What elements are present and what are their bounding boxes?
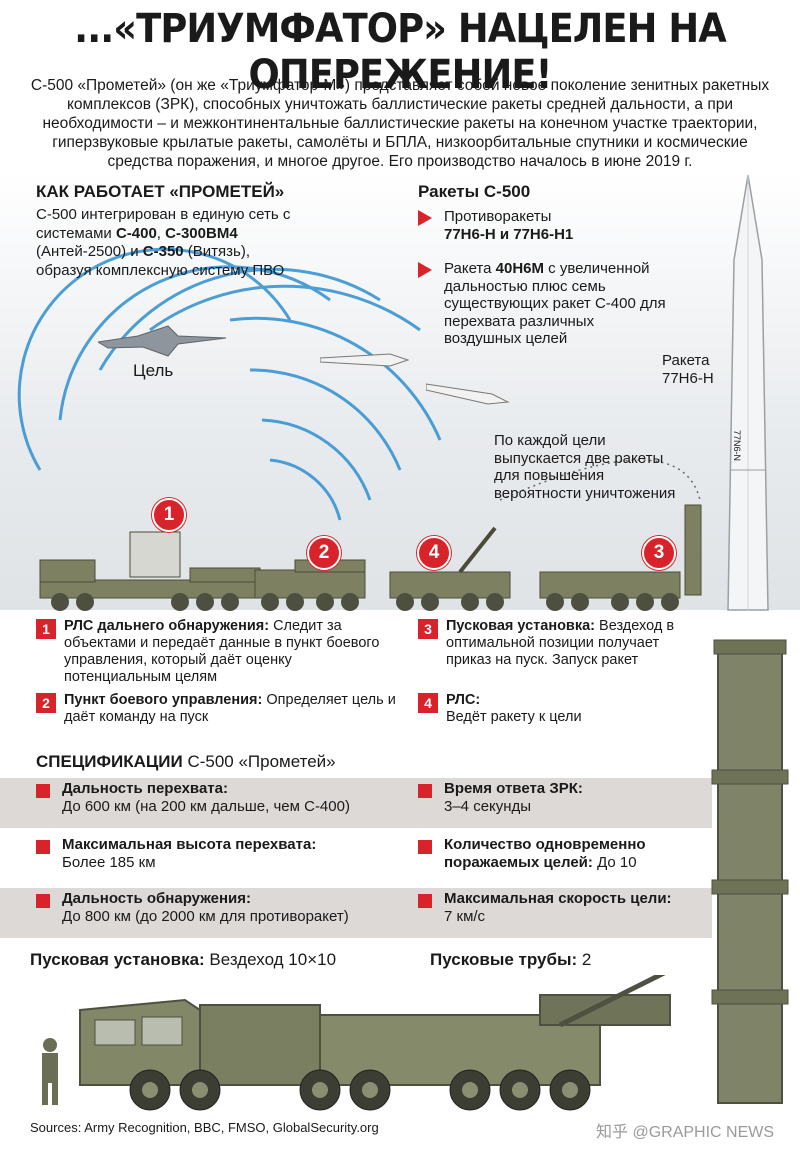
- square-bullet-icon: [36, 894, 50, 908]
- launch-tube-icon: [711, 639, 789, 1104]
- page-title: ...«ТРИУМФАТОР» НАЦЕЛЕН НА ОПЕРЕЖЕНИЕ!: [74, 6, 727, 98]
- launcher-spec: Пусковая установка: Вездеход 10×10: [30, 950, 337, 969]
- step-3: 3 Пусковая установка: Вездеход в оптимал…: [418, 618, 708, 669]
- step-1: 1 РЛС дальнего обнаружения: Следит за об…: [36, 618, 396, 686]
- specs-heading: СПЕЦИФИКАЦИИ С-500 «Прометей»: [36, 752, 336, 771]
- triangle-bullet-icon: [418, 210, 432, 226]
- square-bullet-icon: [418, 840, 432, 854]
- step-marker-3: 3: [642, 536, 676, 570]
- step-marker-4: 4: [417, 536, 451, 570]
- triangle-bullet-icon: [418, 262, 432, 278]
- tubes-spec: Пусковые трубы: 2: [430, 950, 592, 969]
- step-number: 2: [36, 693, 56, 713]
- fighter-jet-icon: [98, 325, 227, 357]
- step-number: 4: [418, 693, 438, 713]
- step-2: 2 Пункт боевого управления: Определяет ц…: [36, 692, 396, 726]
- missile-icon: [320, 353, 410, 367]
- spec-band: [0, 888, 712, 938]
- square-bullet-icon: [418, 894, 432, 908]
- rockets-heading: Ракеты С-500: [418, 182, 531, 201]
- step-number: 1: [36, 619, 56, 639]
- radar-waves: [17, 247, 701, 521]
- step-4: 4 РЛС:Ведёт ракету к цели: [418, 692, 708, 726]
- watermark: 知乎 @GRAPHIC NEWS: [596, 1124, 775, 1141]
- missile-marking: 77N6-N: [732, 430, 742, 462]
- spec-response-time: Время ответа ЗРК:3–4 секунды: [418, 780, 708, 816]
- spec-simultaneous-targets: Количество одновременно поражаемых целей…: [418, 836, 708, 872]
- rocket-item-2: Ракета 40Н6М с увеличенной дальностью пл…: [418, 260, 668, 348]
- vehicles-row: [39, 504, 702, 611]
- spec-band: [0, 778, 712, 828]
- sources-credit: Sources: Army Recognition, BBC, FMSO, Gl…: [30, 1120, 379, 1135]
- intro-paragraph: С-500 «Прометей» (он же «Триумфатор-М») …: [30, 77, 770, 170]
- square-bullet-icon: [36, 784, 50, 798]
- missile-label: Ракета 77Н6-Н: [662, 352, 714, 387]
- spec-detection-range: Дальность обнаружения:До 800 км (до 2000…: [36, 890, 396, 926]
- target-label: Цель: [133, 361, 174, 380]
- step-number: 3: [418, 619, 438, 639]
- spec-max-altitude: Максимальная высота перехвата:Более 185 …: [36, 836, 396, 872]
- missile-77n6n-icon: [727, 174, 769, 611]
- square-bullet-icon: [36, 840, 50, 854]
- launcher-truck-icon: [42, 975, 671, 1111]
- how-description: С-500 интегрирован в единую сеть с систе…: [36, 206, 291, 279]
- missile-icon: [426, 383, 510, 405]
- step-marker-2: 2: [307, 536, 341, 570]
- spec-intercept-range: Дальность перехвата:До 600 км (на 200 км…: [36, 780, 396, 816]
- square-bullet-icon: [418, 784, 432, 798]
- how-heading: КАК РАБОТАЕТ «ПРОМЕТЕЙ»: [36, 182, 285, 201]
- each-target-note: По каждой цели выпускается две ракеты дл…: [494, 432, 676, 502]
- step-marker-1: 1: [152, 498, 186, 532]
- spec-max-target-speed: Максимальная скорость цели:7 км/с: [418, 890, 708, 926]
